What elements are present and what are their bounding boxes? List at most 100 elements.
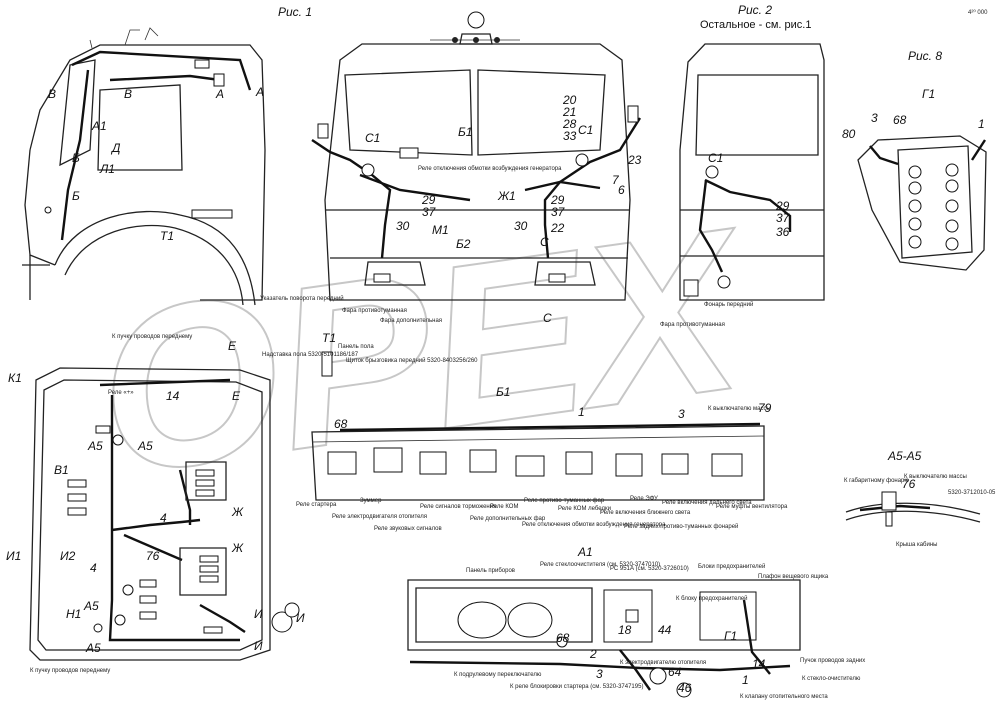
note-to-starter-relay: К реле блокировки стартера (см. 5320-374… [510,684,643,690]
fig2-note: Остальное - см. рис.1 [700,19,811,31]
note-a5-to-mass-switch: К выключателю массы [904,474,967,480]
label-e-top: Е [228,339,237,353]
num-76-floor: 76 [146,549,160,563]
fig1-title: Рис. 1 [278,5,312,19]
num-37-rear: 37 [776,211,791,225]
num-22: 22 [550,221,565,235]
cab-floor-plan: К1 Е Е 14 А5 А5 В1 4 Ж Ж И1 И2 76 4 А5 Н… [6,334,305,674]
note-headlight-main: Фара противотуманная [342,308,407,314]
note-headlight-extra: Фара дополнительная [380,318,442,324]
label-g1-a1: Г1 [724,629,737,643]
note-to-heater-motor: К электродвигателю отопителя [620,660,706,666]
num-68-a1: 68 [556,631,570,645]
label-v-left: В [48,87,56,101]
num-14-a1: 14 [752,657,766,671]
relay-label-fog: Реле противо-туманных фар [524,498,605,504]
note-to-wiper-switch: К подрулевому переключателю [454,672,542,678]
num-18: 18 [618,623,632,637]
num-68-fig8: 68 [893,113,907,127]
cab-front-view: С1 Б1 20 21 28 33 С1 23 6 7 29 37 30 Ж1 … [260,11,642,325]
label-t1-side: Т1 [160,229,174,243]
label-s-bottom: С [543,311,552,325]
relay-label-horn: Реле звуковых сигналов [374,526,442,532]
note-to-mass-switch: К выключателю массы [708,406,771,412]
label-v1: В1 [54,463,69,477]
label-d: Д [110,141,121,155]
num-4-top: 4 [160,511,167,525]
label-a5-top-left: А5 [87,439,103,453]
num-21: 21 [562,105,576,119]
num-64: 64 [668,665,682,679]
num-36: 36 [776,225,790,239]
note-front-shield: Щиток брызговика передний 5320-8403256/2… [346,357,478,364]
note-relay-excitation: Реле отключения обмотки возбуждения гене… [418,166,562,172]
label-i2: И2 [60,549,76,563]
num-33: 33 [563,129,577,143]
num-1-panel: 1 [578,405,585,419]
note-instrument-panel: Панель приборов [466,568,515,574]
floor-panel-callout: Т1 Панель пола Надставка пола 5320-51011… [262,331,478,377]
label-a5-mid: А5 [83,599,99,613]
label-b-bottom: Б [72,189,80,203]
relay-label-rear-fog: Реле задних противо-туманных фонарей [624,523,738,530]
label-k1: К1 [8,371,22,385]
label-m1: М1 [432,223,449,237]
note-harness-rear-lights: Пучок проводов задних [800,658,865,664]
note-floor-panel-cover: Надставка пола 5320-5101186/187 [262,352,359,358]
label-b1-panel: Б1 [496,385,510,399]
note-fuse-blocks: Блоки предохранителей [698,563,765,570]
corner-code: 4²⁰ 000 [968,9,988,16]
note-to-gauge-lamp: К габаритному фонарю [844,478,909,484]
fig2-title: Рис. 2 [738,3,772,17]
label-v-mid: В [124,87,132,101]
relay-panel-b1: Б1 68 1 3 79 К выключателю массы Реле ст… [296,385,788,532]
num-37-left: 37 [422,205,437,219]
num-3-a1: 3 [596,667,603,681]
num-44: 44 [658,623,672,637]
label-i-right: И [296,611,305,625]
label-a-right: А [255,85,264,99]
relay-label-heater: Реле электродвигателя отопителя [332,514,427,520]
num-80: 80 [842,127,856,141]
num-3-panel: 3 [678,407,685,421]
label-zh-top: Ж [231,505,244,519]
label-b1-front: Б1 [458,125,472,139]
label-a5-a5-title: А5-А5 [887,449,922,463]
relay-units [327,447,743,477]
fig8-detail: Г1 80 3 68 1 [842,87,987,271]
label-b2: Б2 [456,237,471,251]
label-n1: Н1 [66,607,81,621]
note-to-front-harness-bottom: К пучку проводов переднему [30,668,110,674]
floor-connectors [67,425,223,634]
num-29-rear: 29 [775,199,790,213]
num-20: 20 [562,93,577,107]
note-cab-roof: Крыша кабины [896,542,937,548]
num-2: 2 [589,647,597,661]
fig8-title: Рис. 8 [908,49,942,63]
num-1-fig8: 1 [978,117,985,131]
relay-label-signal: Реле сигналов торможения [420,504,496,510]
label-i-bottom: И [254,639,263,653]
note-gauge-code: 5320-3712010-05 [948,490,996,496]
label-e-bottom: Е [232,389,241,403]
cab-side-view: В В А А А1 Б Д Л1 Б Т1 [22,27,266,306]
num-1-a1: 1 [742,673,749,687]
label-i1: И1 [6,549,21,563]
note-floor-panel: Панель пола [338,344,374,350]
relay-label-near-light: Реле включения ближнего света [600,510,691,516]
relay-label-starter: Реле стартера [296,502,337,508]
label-s1-rear: С1 [708,151,723,165]
num-30-left: 30 [396,219,410,233]
note-to-glass-washer: К стекло-очистителю [802,676,861,682]
relay-label-kom-winch: Реле КОМ лебедки [558,506,611,512]
note-to-trailer-socket: К клапану отопительного места [740,694,828,700]
label-l1: Л1 [99,162,115,176]
num-14-floor: 14 [166,389,180,403]
note-to-fuse-block: К блоку предохранителей [676,595,748,602]
num-79: 79 [758,401,772,415]
label-s1-right: С1 [578,123,593,137]
instrument-panel-a1: А1 Панель приборов Реле стеклоочистителя… [407,545,865,700]
num-29-left: 29 [421,193,436,207]
num-29-right: 29 [550,193,565,207]
